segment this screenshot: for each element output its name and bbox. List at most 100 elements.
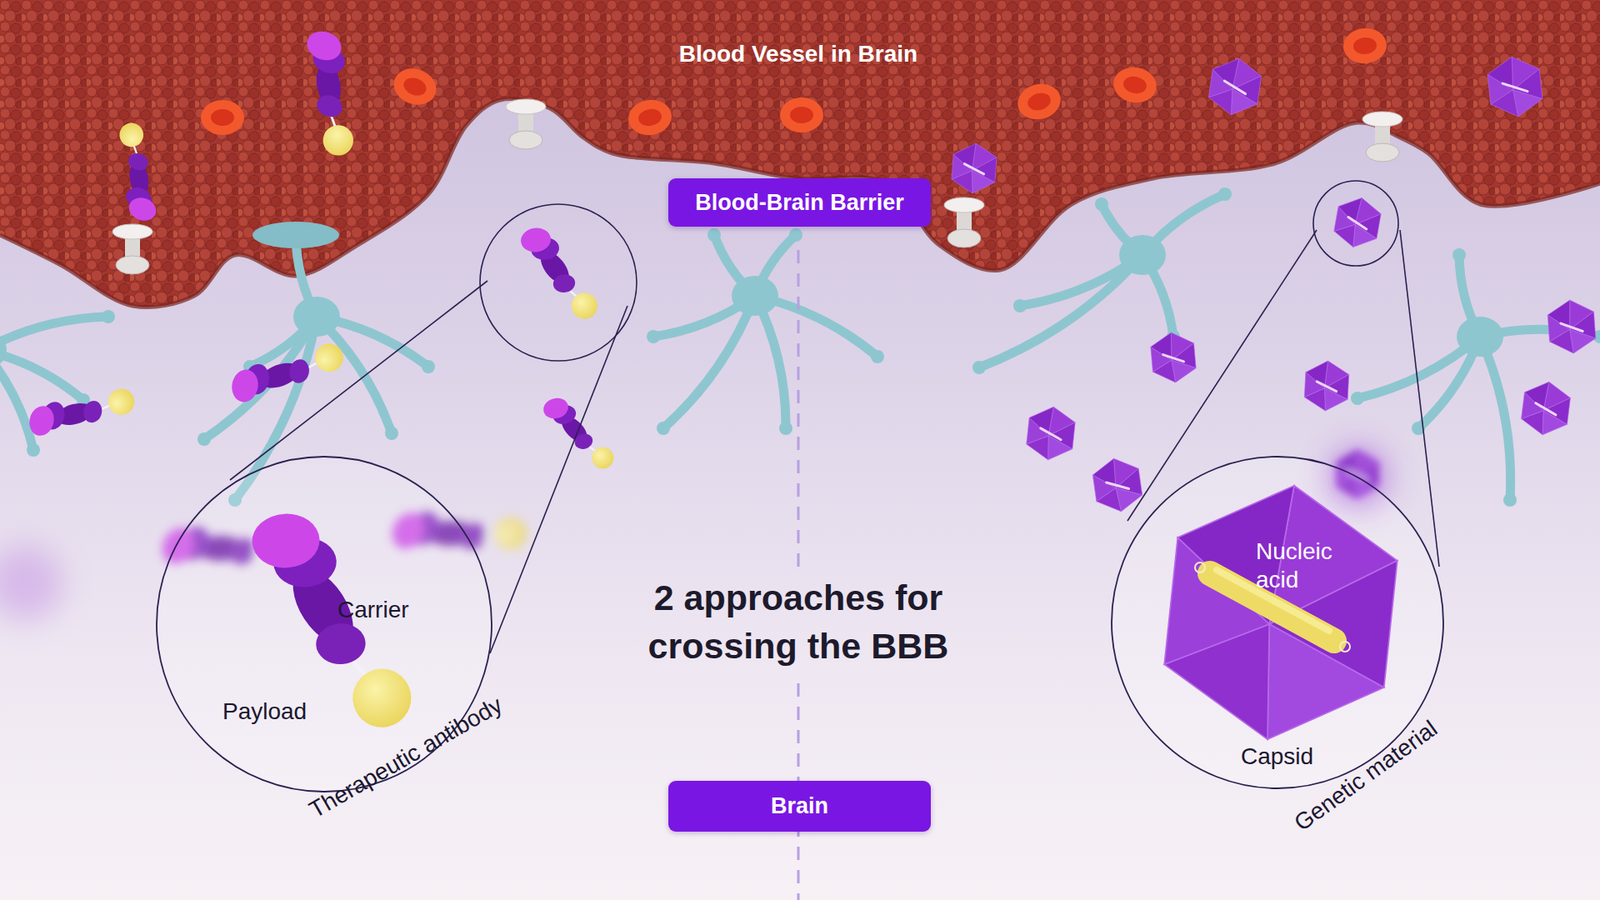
astrocyte-body	[1119, 235, 1166, 275]
astrocyte	[1350, 248, 1600, 507]
capsid	[1335, 449, 1380, 500]
cell-center	[1352, 36, 1378, 55]
nucleic-rod	[1040, 428, 1063, 440]
astrocyte	[646, 228, 885, 435]
cell-center	[1121, 75, 1148, 96]
carrier-body	[125, 150, 151, 174]
zoom-source-circle	[1313, 180, 1399, 266]
red-blood-cell	[200, 100, 245, 135]
rod-end	[1195, 562, 1205, 573]
soft-glow	[1328, 446, 1389, 507]
astrocyte-endfoot	[656, 421, 670, 435]
node-text: Brain	[770, 793, 829, 820]
soft-glow	[0, 545, 63, 621]
astrocyte-endfoot	[101, 310, 115, 324]
capsid	[1331, 194, 1384, 251]
carrier-body	[287, 357, 311, 385]
astrocyte-endfoot	[779, 421, 793, 435]
cell-body	[1110, 64, 1160, 106]
capsid	[1206, 55, 1264, 119]
vessel-wall	[0, 0, 1600, 308]
astrocyte	[972, 187, 1232, 375]
payload-ball	[570, 290, 600, 320]
capsid	[1546, 298, 1597, 355]
astrocyte-branch	[1480, 336, 1511, 500]
receptor	[1362, 111, 1403, 162]
astrocyte-branch	[755, 295, 786, 429]
capsid	[950, 141, 998, 195]
capsid-face	[1027, 404, 1054, 436]
carrier-body	[314, 91, 346, 120]
carrier-head	[125, 194, 160, 225]
astrocyte-endfoot	[1452, 248, 1466, 262]
nucleic-rod	[1163, 352, 1185, 364]
red-blood-cell	[625, 96, 675, 139]
astrocyte-endfoot	[1350, 391, 1365, 405]
capsid	[1157, 474, 1405, 751]
receptor-cap	[1362, 111, 1403, 127]
payload-ball	[488, 511, 533, 556]
part-label: Carrier	[337, 595, 410, 625]
capsid	[1025, 404, 1077, 462]
capsid-face	[1335, 194, 1362, 225]
cell-body	[388, 62, 441, 110]
receptor-cap	[944, 197, 985, 213]
nucleic-rod	[1560, 321, 1583, 333]
capsid-face	[1522, 379, 1550, 411]
vessel-label: Blood Vessel in Brain	[679, 40, 918, 68]
astrocyte-endfoot	[789, 228, 803, 242]
cell-center	[400, 75, 429, 99]
part-label: Nucleic acid	[1255, 537, 1355, 594]
astrocyte-body	[1456, 316, 1504, 357]
receptor-cap	[505, 99, 546, 115]
nucleic-rod	[964, 164, 985, 175]
cell-body	[200, 100, 245, 135]
cell-body	[1013, 79, 1065, 125]
astrocyte-body	[293, 296, 340, 337]
receptor-cap	[112, 224, 153, 240]
receptor-base	[947, 229, 981, 248]
zoom-source-circle	[480, 204, 637, 361]
antibody	[385, 466, 533, 600]
nucleic-rod	[1346, 216, 1368, 230]
capsid	[1485, 54, 1545, 120]
capsid	[1520, 379, 1573, 438]
antibody	[519, 220, 600, 326]
payload-ball	[319, 120, 359, 160]
payload-ball	[589, 445, 616, 472]
astrocyte-endfoot	[1095, 197, 1109, 211]
nucleic-rod	[1316, 381, 1338, 392]
cell-center	[1025, 90, 1053, 114]
carrier-head	[519, 225, 553, 255]
astrocyte-endfoot	[972, 360, 986, 375]
receptor	[944, 197, 985, 248]
carrier-head	[155, 522, 201, 570]
astrocyte-endfoot	[197, 432, 211, 446]
capsid	[1150, 330, 1198, 385]
region-badge: Brain	[668, 780, 931, 832]
capsid-face	[1210, 55, 1239, 90]
nucleic-rod	[1106, 479, 1130, 492]
capsid-face	[1090, 458, 1118, 491]
astrocyte-branch	[663, 295, 755, 429]
leader-line	[1400, 230, 1440, 567]
carrier-body	[80, 399, 105, 425]
carrier-head	[250, 512, 321, 570]
receptor-base	[509, 130, 543, 150]
approach-label: Therapeutic antibody	[304, 690, 507, 825]
astrocyte-endfoot	[1218, 187, 1232, 201]
astrocyte-body	[0, 330, 7, 370]
antibody	[540, 387, 616, 480]
capsid-face	[952, 141, 976, 171]
receptor	[112, 224, 153, 275]
cell-body	[780, 97, 824, 133]
capsid	[1090, 455, 1145, 515]
divider-line	[797, 250, 800, 575]
payload-ball	[115, 120, 147, 151]
cell-center	[636, 107, 663, 129]
red-blood-cell	[1110, 64, 1160, 106]
astrocyte-body	[731, 275, 779, 316]
astrocyte-endfoot	[707, 228, 721, 242]
receptor-base	[1365, 143, 1400, 162]
